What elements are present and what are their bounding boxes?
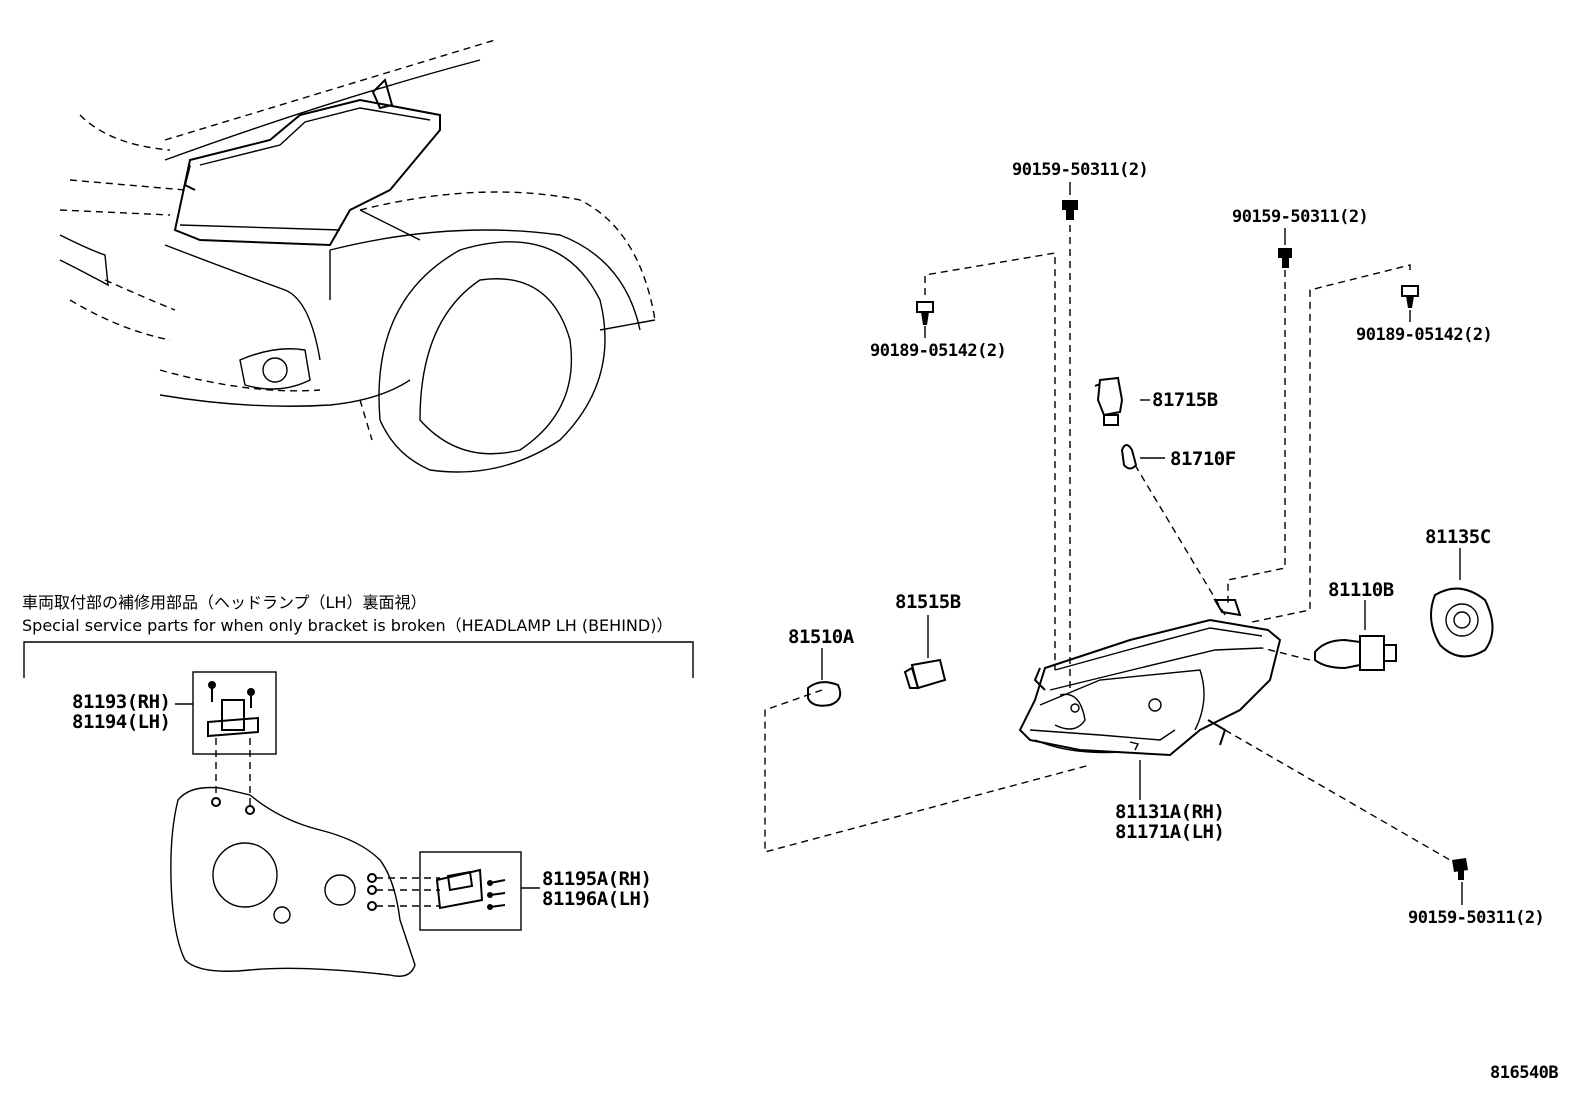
label-90159-top: 90159-50311(2) [1012,160,1148,180]
label-81195A: 81195A(RH) [542,868,651,890]
bulb-81110B-icon [1314,635,1397,671]
bulb-81510A-icon [807,681,842,707]
label-81196A: 81196A(LH) [542,888,651,910]
screw-top2-icon [1278,248,1292,268]
socket-81715B-icon [1094,376,1124,426]
label-81171A: 81171A(LH) [1115,821,1224,843]
bracket-top-icon [207,681,259,738]
label-81715B: 81715B [1152,389,1218,411]
diagram-id: 816540B [1490,1063,1558,1083]
car-front-sketch-icon [59,39,656,473]
label-90159-bottom: 90159-50311(2) [1408,908,1544,928]
bracket-box-side [419,851,522,931]
label-81135C: 81135C [1425,526,1491,548]
label-81131A: 81131A(RH) [1115,801,1224,823]
label-90189-right: 90189-05142(2) [1356,325,1492,345]
screw-bottom-icon [1452,858,1468,880]
bracket-side-icon [435,868,506,910]
label-81110B: 81110B [1328,579,1394,601]
clip-right-icon [1401,285,1419,308]
headlamp-back-view-icon [170,786,416,977]
label-90159-top2: 90159-50311(2) [1232,207,1368,227]
label-81194: 81194(LH) [72,711,170,733]
screw-top-icon [1062,200,1078,220]
note-en: Special service parts for when only brac… [22,616,672,635]
bulb-81710F-icon [1120,444,1138,470]
socket-81515B-icon [903,658,947,690]
label-81710F: 81710F [1170,448,1236,470]
label-81193: 81193(RH) [72,691,170,713]
clip-left-icon [916,301,934,325]
note-jp: 車両取付部の補修用部品（ヘッドランプ（LH）裏面視） [22,593,426,612]
note-bracket-frame [23,641,694,678]
label-81515B: 81515B [895,591,961,613]
label-81510A: 81510A [788,626,855,648]
headlamp-assembly-icon [1018,599,1282,757]
label-90189-left: 90189-05142(2) [870,341,1006,361]
bracket-box-top [192,671,277,755]
cover-81135C-icon [1430,587,1494,658]
